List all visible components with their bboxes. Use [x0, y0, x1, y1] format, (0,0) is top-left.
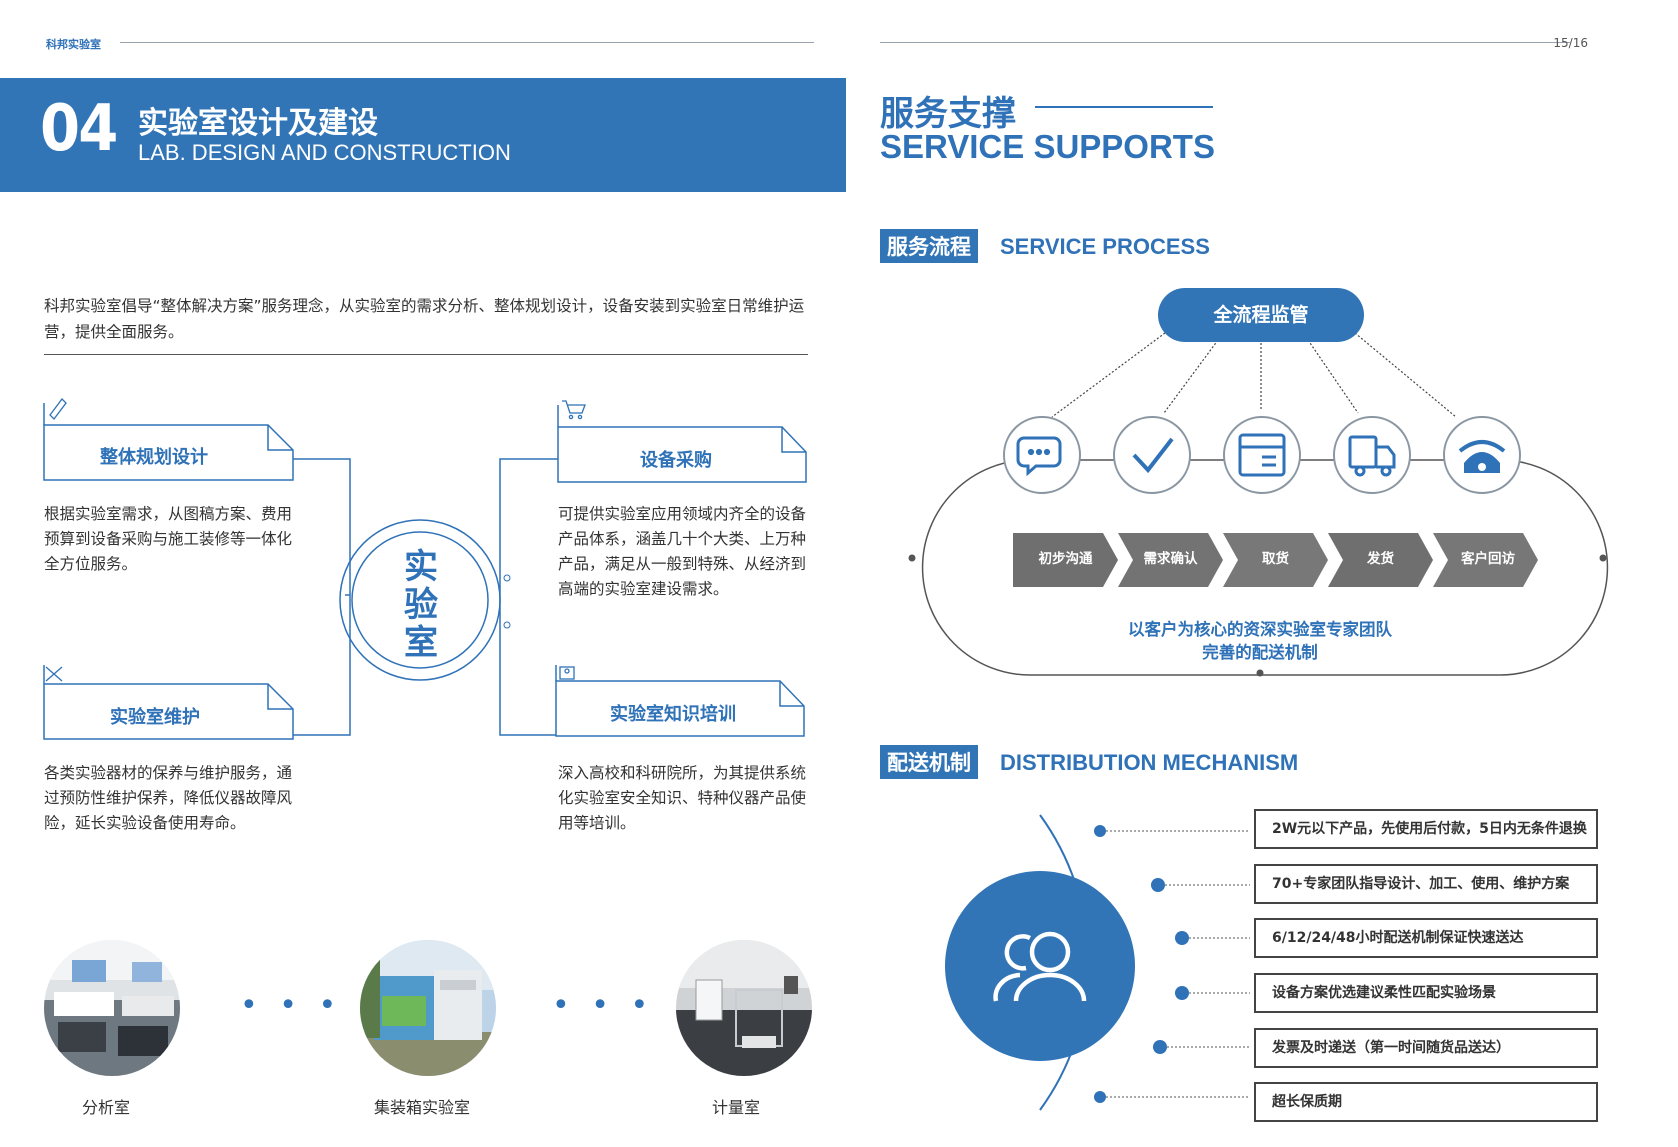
right-title-en: SERVICE SUPPORTS — [880, 128, 1215, 165]
truck-icon — [1348, 435, 1396, 477]
process-step-2: 需求确认 — [1143, 551, 1198, 567]
section-banner: 04 实验室设计及建设 LAB. DESIGN AND CONSTRUCTION — [0, 78, 846, 192]
center-label: 实验室 — [404, 547, 438, 663]
mechanism-diagram — [945, 814, 1250, 1111]
process-bottom-line-2: 完善的配送机制 — [1202, 643, 1318, 662]
mechanism-item-3: 6/12/24/48小时配送机制保证快速送达 — [1254, 918, 1598, 958]
section-number: 04 — [40, 92, 118, 166]
mechanism-tag-en: DISTRIBUTION MECHANISM — [1000, 750, 1299, 775]
chat-icon — [1016, 436, 1062, 477]
service-desc-planning: 根据实验室需求，从图稿方案、费用预算到设备采购与施工装修等一体化全方位服务。 — [44, 505, 293, 573]
tools-icon — [45, 666, 63, 682]
intro-text: 科邦实验室倡导“整体解决方案”服务理念，从实验室的需求分析、整体规划设计，设备安… — [44, 297, 805, 341]
caption-analysis-room: 分析室 — [82, 1098, 131, 1117]
process-bottom-text: 以客户为核心的资深实验室专家团队 完善的配送机制 — [1000, 618, 1520, 664]
mechanism-item-1: 2W元以下产品，先使用后付款，5日内无条件退换 — [1254, 809, 1598, 849]
box-icon — [1238, 433, 1286, 477]
section-title-cn: 实验室设计及建设 — [138, 106, 378, 141]
phone-icon — [1458, 440, 1506, 473]
mechanism-item-5: 发票及时递送（第一时间随货品送达） — [1254, 1028, 1598, 1068]
process-diagram — [908, 288, 1609, 677]
mechanism-item-4: 设备方案优选建议柔性匹配实验场景 — [1254, 973, 1598, 1013]
right-title-cn: 服务支撑 — [880, 94, 1016, 134]
pencil-icon — [49, 398, 67, 420]
mechanism-item-2: 70+专家团队指导设计、加工、使用、维护方案 — [1254, 864, 1598, 904]
check-icon — [1132, 437, 1174, 474]
mechanism-item-6: 超长保质期 — [1254, 1082, 1598, 1122]
caption-container-lab: 集装箱实验室 — [374, 1098, 471, 1117]
service-title-maintenance: 实验室维护 — [110, 707, 200, 728]
process-tag: 服务流程 — [880, 229, 978, 263]
header-rule-left — [120, 42, 814, 43]
service-desc-procurement: 可提供实验室应用领域内齐全的设备产品体系，涵盖几十个大类、上万种产品，满足从一般… — [558, 505, 807, 598]
caption-metrology-room: 计量室 — [712, 1098, 761, 1117]
photo-analysis-room — [44, 940, 180, 1076]
service-desc-training: 深入高校和科研院所，为其提供系统化实验室安全知识、特种仪器产品使用等培训。 — [558, 764, 807, 832]
right-title-rule — [1035, 106, 1213, 108]
process-tag-en: SERVICE PROCESS — [1000, 234, 1210, 259]
section-title-en: LAB. DESIGN AND CONSTRUCTION — [138, 140, 511, 165]
cart-icon — [562, 400, 586, 420]
brand-name: 科邦实验室 — [46, 38, 101, 51]
intro-divider — [44, 354, 808, 355]
person-icon — [559, 666, 575, 680]
service-diagram — [43, 398, 807, 740]
users-icon — [993, 931, 1087, 1002]
process-step-1: 初步沟通 — [1038, 551, 1093, 567]
process-step-4: 发货 — [1367, 551, 1394, 567]
process-step-5: 客户回访 — [1461, 551, 1515, 567]
process-step-3: 取货 — [1262, 551, 1289, 567]
service-desc-maintenance: 各类实验器材的保养与维护服务，通过预防性维护保养，降低仪器故障风险，延长实验设备… — [44, 764, 293, 832]
photo-metrology-room — [676, 940, 812, 1076]
ellipsis-dots-1: • • • — [240, 988, 343, 1023]
service-title-planning: 整体规划设计 — [100, 447, 208, 468]
page-number: 15/16 — [1553, 36, 1588, 50]
service-title-procurement: 设备采购 — [640, 450, 712, 471]
mechanism-tag: 配送机制 — [880, 745, 978, 779]
process-bottom-line-1: 以客户为核心的资深实验室专家团队 — [1128, 620, 1392, 639]
ellipsis-dots-2: • • • — [552, 988, 655, 1023]
service-title-training: 实验室知识培训 — [610, 704, 736, 725]
process-top-label: 全流程监管 — [1213, 304, 1309, 326]
header-rule-right — [880, 42, 1570, 43]
photo-container-lab — [360, 940, 496, 1076]
